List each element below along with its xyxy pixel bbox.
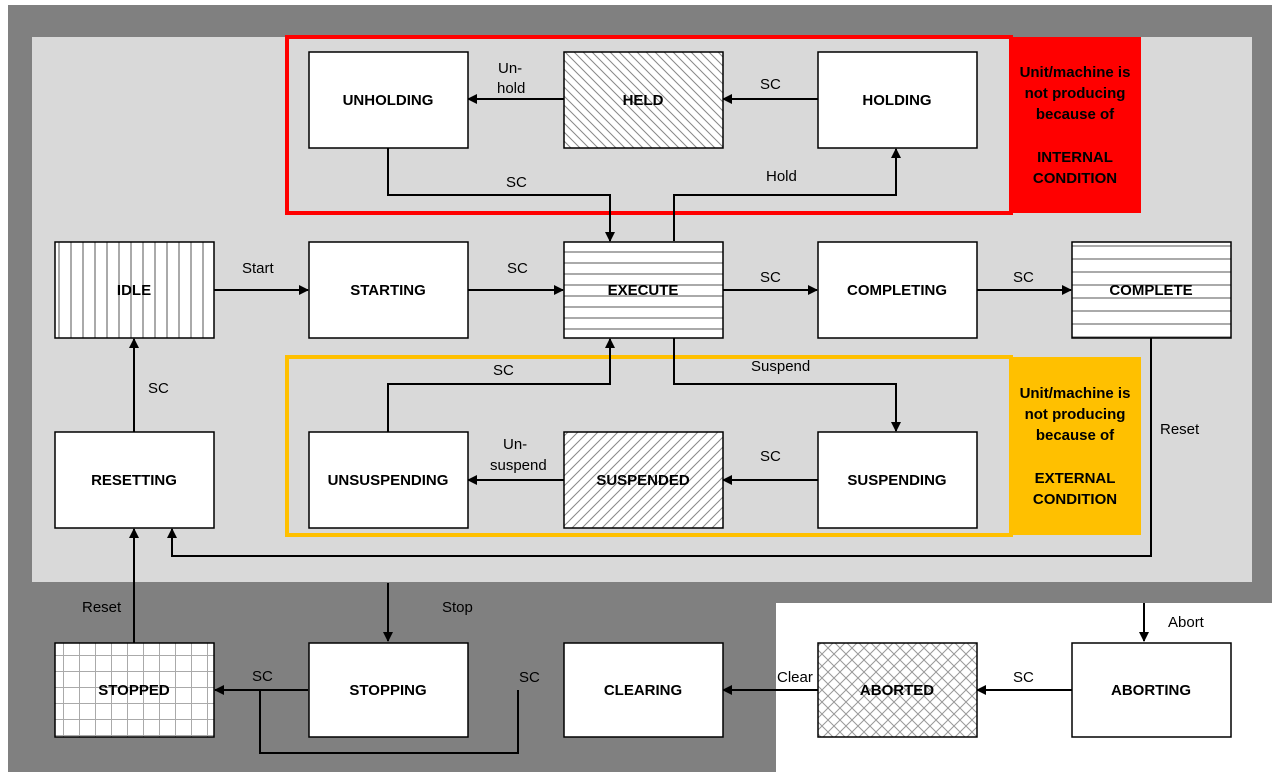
state-labels: UNHOLDING HELD HOLDING IDLE STARTING EXE… [91,92,1193,699]
state-stopped: STOPPED [98,682,170,699]
external-condition-text: Unit/machine is not producing because of… [1020,385,1131,508]
state-starting: STARTING [350,282,426,299]
label-resetting-idle-sc: SC [148,380,169,397]
label-stop: Stop [442,599,473,616]
label-execute-completing-sc: SC [760,269,781,286]
state-stopping-box [308,642,469,738]
state-aborted: ABORTED [860,682,934,699]
state-unsuspending: UNSUSPENDING [328,472,449,489]
state-execute-box [563,241,724,339]
state-resetting-box [54,431,215,529]
label-suspending-suspended-sc: SC [760,448,781,465]
external-condition-note [1009,357,1141,535]
state-suspending: SUSPENDING [847,472,946,489]
label-unhold-2: hold [497,80,525,97]
label-unholding-execute-sc: SC [506,174,527,191]
internal-note-line-6: CONDITION [1033,170,1117,187]
edge-execute-holding [673,148,901,241]
state-unsuspending-box [308,431,469,529]
state-suspending-box [817,431,978,529]
state-complete-box [1071,241,1232,339]
edge-clearing-stopped [259,690,519,754]
internal-condition-note [1009,37,1141,213]
state-completing: COMPLETING [847,282,947,299]
state-suspended: SUSPENDED [596,472,690,489]
label-completing-complete-sc: SC [1013,269,1034,286]
state-complete: COMPLETE [1109,282,1192,299]
state-completing-box [817,241,978,339]
state-suspended-box [563,431,724,529]
edge-unholding-execute [387,148,615,242]
state-starting-box [308,241,469,339]
state-execute: EXECUTE [608,282,679,299]
state-unholding: UNHOLDING [343,92,434,109]
state-aborted-box [817,642,978,738]
connectors [129,94,1152,754]
state-resetting: RESETTING [91,472,177,489]
label-suspend: Suspend [751,358,810,375]
state-boxes [54,51,1232,738]
external-note-line-5: EXTERNAL [1035,470,1116,487]
state-holding: HOLDING [862,92,931,109]
state-idle-box [54,241,215,339]
label-unsuspend-2: suspend [490,457,547,474]
label-clear: Clear [777,669,813,686]
internal-note-line-2: not producing [1025,85,1126,102]
state-unholding-box [308,51,469,149]
state-clearing: CLEARING [604,682,682,699]
label-unsuspend-1: Un- [503,436,527,453]
edge-complete-resetting [167,338,1152,557]
state-aborting: ABORTING [1111,682,1191,699]
transition-labels: Un- hold SC SC Hold Start SC SC SC SC Su… [82,60,1205,686]
external-note-line-2: not producing [1025,406,1126,423]
state-held: HELD [623,92,664,109]
state-idle: IDLE [117,282,151,299]
state-holding-box [817,51,978,149]
internal-note-line-3: because of [1036,106,1115,123]
external-note-line-1: Unit/machine is [1020,385,1131,402]
label-start: Start [242,260,275,277]
label-reset-stopped: Reset [82,599,122,616]
internal-note-line-1: Unit/machine is [1020,64,1131,81]
label-reset-complete: Reset [1160,421,1200,438]
edge-unsuspending-execute [387,338,615,432]
external-note-line-6: CONDITION [1033,491,1117,508]
state-stopped-box [54,642,215,738]
state-clearing-box [563,642,724,738]
internal-note-line-5: INTERNAL [1037,149,1113,166]
label-unhold-1: Un- [498,60,522,77]
state-aborting-box [1071,642,1232,738]
label-aborting-aborted-sc: SC [1013,669,1034,686]
label-starting-execute-sc: SC [507,260,528,277]
label-clearing-stopped-sc: SC [519,669,540,686]
label-unsuspending-execute-sc: SC [493,362,514,379]
label-stopping-stopped-sc: SC [252,668,273,685]
external-note-line-3: because of [1036,427,1115,444]
label-hold: Hold [766,168,797,185]
state-held-box [563,51,724,149]
edge-execute-suspending [673,338,901,432]
internal-condition-text: Unit/machine is not producing because of… [1020,64,1131,187]
label-abort: Abort [1168,614,1205,631]
state-stopping: STOPPING [349,682,426,699]
label-held-sc: SC [760,76,781,93]
